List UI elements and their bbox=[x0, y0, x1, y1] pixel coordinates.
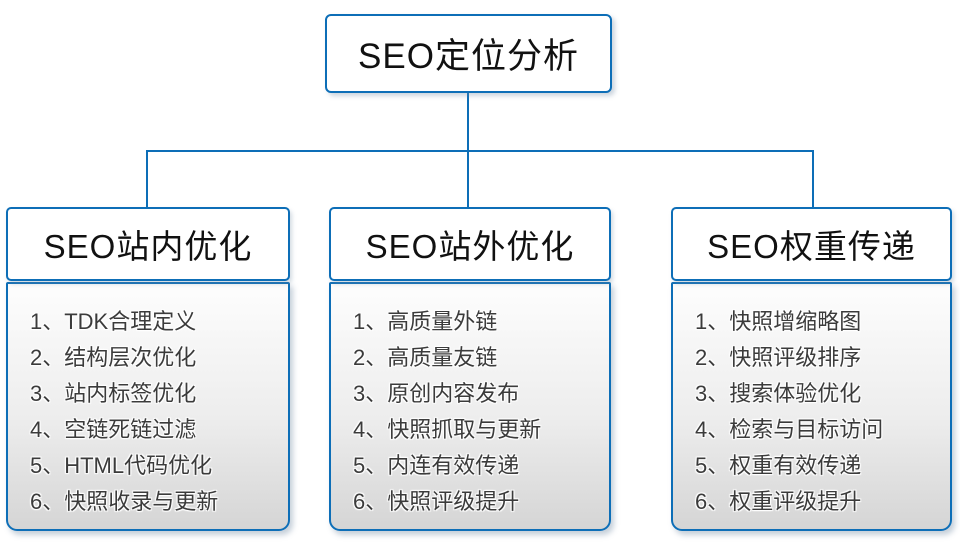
column-header-box: SEO权重传递 bbox=[671, 207, 952, 281]
column-header-box: SEO站内优化 bbox=[6, 207, 290, 281]
connector-right-vertical-line bbox=[812, 150, 814, 208]
list-item: 1、TDK合理定义 bbox=[30, 309, 197, 334]
column-title: SEO站内优化 bbox=[43, 228, 253, 265]
column-body-box: 1、快照增缩略图 2、快照评级排序 3、搜索体验优化 4、检索与目标访问 5、权… bbox=[671, 282, 952, 531]
root-node-box: SEO定位分析 bbox=[325, 14, 612, 93]
connector-center-vertical-line bbox=[467, 150, 469, 208]
list-item: 2、结构层次优化 bbox=[30, 345, 197, 370]
list-item: 4、检索与目标访问 bbox=[695, 417, 884, 442]
list-item: 6、快照收录与更新 bbox=[30, 489, 219, 514]
list-item: 6、权重评级提升 bbox=[695, 489, 862, 514]
list-item: 4、空链死链过滤 bbox=[30, 417, 197, 442]
list-item: 6、快照评级提升 bbox=[353, 489, 520, 514]
connector-horizontal-bar bbox=[146, 150, 814, 152]
column-offsite-optimization: SEO站外优化 1、高质量外链 2、高质量友链 3、原创内容发布 4、快照抓取与… bbox=[329, 207, 611, 531]
item-list: 1、高质量外链 2、高质量友链 3、原创内容发布 4、快照抓取与更新 5、内连有… bbox=[353, 304, 609, 520]
column-title: SEO权重传递 bbox=[707, 228, 916, 265]
connector-root-vertical-line bbox=[467, 92, 469, 151]
list-item: 3、站内标签优化 bbox=[30, 381, 197, 406]
column-onsite-optimization: SEO站内优化 1、TDK合理定义 2、结构层次优化 3、站内标签优化 4、空链… bbox=[6, 207, 290, 531]
column-weight-transfer: SEO权重传递 1、快照增缩略图 2、快照评级排序 3、搜索体验优化 4、检索与… bbox=[671, 207, 952, 531]
column-body-box: 1、高质量外链 2、高质量友链 3、原创内容发布 4、快照抓取与更新 5、内连有… bbox=[329, 282, 611, 531]
column-header-box: SEO站外优化 bbox=[329, 207, 611, 281]
list-item: 4、快照抓取与更新 bbox=[353, 417, 542, 442]
root-node-title: SEO定位分析 bbox=[358, 37, 579, 76]
connector-left-vertical-line bbox=[146, 150, 148, 208]
list-item: 3、原创内容发布 bbox=[353, 381, 520, 406]
list-item: 2、快照评级排序 bbox=[695, 345, 862, 370]
list-item: 5、权重有效传递 bbox=[695, 453, 862, 478]
list-item: 5、HTML代码优化 bbox=[30, 453, 213, 478]
list-item: 1、高质量外链 bbox=[353, 309, 498, 334]
column-title: SEO站外优化 bbox=[365, 228, 575, 265]
list-item: 2、高质量友链 bbox=[353, 345, 498, 370]
item-list: 1、快照增缩略图 2、快照评级排序 3、搜索体验优化 4、检索与目标访问 5、权… bbox=[695, 304, 950, 520]
list-item: 5、内连有效传递 bbox=[353, 453, 520, 478]
item-list: 1、TDK合理定义 2、结构层次优化 3、站内标签优化 4、空链死链过滤 5、H… bbox=[30, 304, 288, 520]
list-item: 1、快照增缩略图 bbox=[695, 309, 862, 334]
list-item: 3、搜索体验优化 bbox=[695, 381, 862, 406]
column-body-box: 1、TDK合理定义 2、结构层次优化 3、站内标签优化 4、空链死链过滤 5、H… bbox=[6, 282, 290, 531]
